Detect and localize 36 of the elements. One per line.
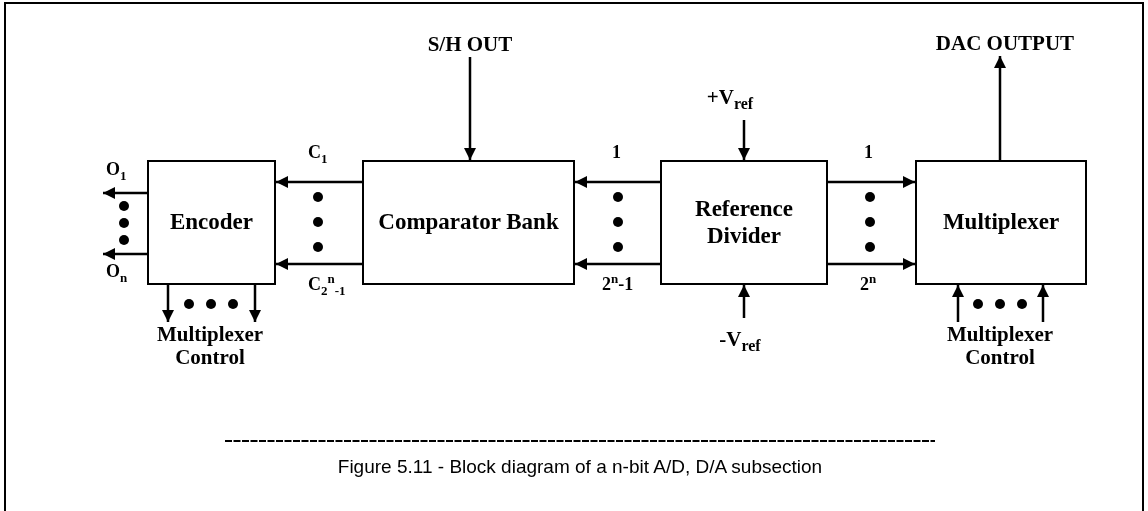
- arrow: [994, 56, 1006, 160]
- edge-label: O$_{1}$: [104, 160, 129, 182]
- signal-label: -V$_{ref}$: [719, 327, 761, 355]
- arrow: [738, 285, 750, 318]
- block-label: Comparator Bank: [378, 209, 559, 236]
- arrow: [575, 176, 660, 188]
- arrow: [249, 285, 261, 322]
- signal-label: Multiplexer Control: [155, 322, 265, 370]
- figure-caption: Figure 5.11 - Block diagram of a n-bit A/D, D/A subsection: [336, 456, 824, 478]
- edge-label: C$_{1}$: [306, 143, 330, 165]
- edge-label: O$_{n}$: [104, 262, 130, 284]
- arrow: [575, 258, 660, 270]
- block-label: Multiplexer: [942, 209, 1060, 236]
- edge-label: 1: [862, 143, 875, 161]
- block-label: Encoder: [169, 209, 254, 236]
- block-label: Reference Divider: [694, 196, 794, 249]
- arrow: [1037, 285, 1049, 322]
- signal-label: DAC OUTPUT: [935, 32, 1075, 56]
- arrow: [162, 285, 174, 322]
- arrow: [276, 176, 362, 188]
- signal-label: +V$_{ref}$: [706, 85, 754, 113]
- arrow: [828, 258, 915, 270]
- arrow: [276, 258, 362, 270]
- arrow: [738, 120, 750, 160]
- arrow: [828, 176, 915, 188]
- block-box: [147, 160, 276, 285]
- arrow: [103, 187, 147, 199]
- block-box: [362, 160, 575, 285]
- arrow: [464, 57, 476, 160]
- signal-label: S/H OUT: [427, 33, 513, 57]
- block-box: [915, 160, 1087, 285]
- arrow: [103, 248, 147, 260]
- signal-label: Multiplexer Control: [945, 322, 1055, 370]
- arrow: [952, 285, 964, 322]
- edge-label: 1: [610, 143, 623, 161]
- block-box: [660, 160, 828, 285]
